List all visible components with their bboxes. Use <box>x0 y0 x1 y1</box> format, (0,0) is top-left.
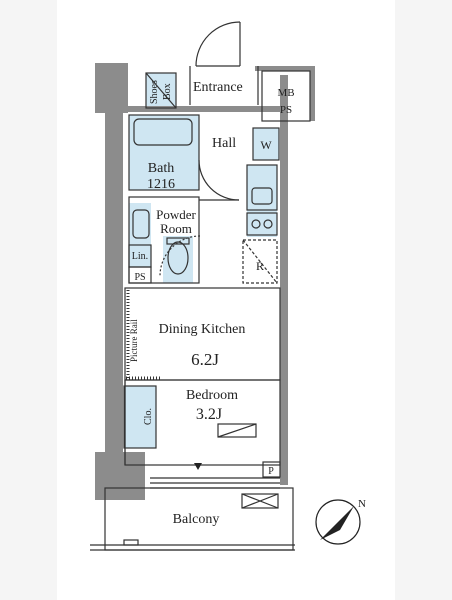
compass-ring <box>315 499 361 545</box>
left-wall <box>105 113 123 453</box>
label-bedroom-size: 3.2J <box>196 406 222 423</box>
label-shoes-box: Box <box>162 83 173 100</box>
entry-marker-icon <box>194 463 202 470</box>
label-bath-size: 1216 <box>147 177 175 192</box>
label-mb-ps: PS <box>280 104 292 116</box>
label-dk-size: 6.2J <box>191 350 219 369</box>
outlines <box>90 21 311 551</box>
bath-area <box>129 115 199 190</box>
top-interior-wall <box>123 106 281 112</box>
label-entrance: Entrance <box>193 80 243 95</box>
label-linen: Lin. <box>132 251 148 262</box>
label-bedroom: Bedroom <box>186 388 238 403</box>
washer-area <box>253 128 279 160</box>
pillar-bottom-left <box>95 452 145 500</box>
label-pipe-space: P <box>268 466 274 477</box>
north-arrow-icon <box>320 506 354 540</box>
label-north: N <box>358 498 366 510</box>
pillar-top-left <box>95 63 128 113</box>
label-dining-kitchen: Dining Kitchen <box>159 322 246 337</box>
label-picture-rail: Picture Rail <box>129 319 139 362</box>
label-washer: W <box>260 138 272 152</box>
label-powder: Powder <box>156 207 196 222</box>
powder-basin-area <box>129 203 151 245</box>
closet-area <box>124 386 156 448</box>
label-powder-room: Room <box>160 221 192 236</box>
structural-walls <box>95 63 315 500</box>
compass: N <box>315 498 366 545</box>
linen-area <box>129 245 151 267</box>
right-wall <box>280 75 288 485</box>
label-bath: Bath <box>148 161 174 176</box>
label-hall: Hall <box>212 136 236 151</box>
mb-top-wall <box>255 66 315 71</box>
mb-right-wall <box>310 66 315 121</box>
label-refrigerator: R <box>256 259 264 273</box>
label-balcony: Balcony <box>173 512 220 527</box>
label-ps: PS <box>134 272 145 283</box>
label-mb: MB <box>277 87 294 99</box>
label-shoes: Shoes <box>149 80 160 104</box>
label-closet: Clo. <box>143 408 154 425</box>
